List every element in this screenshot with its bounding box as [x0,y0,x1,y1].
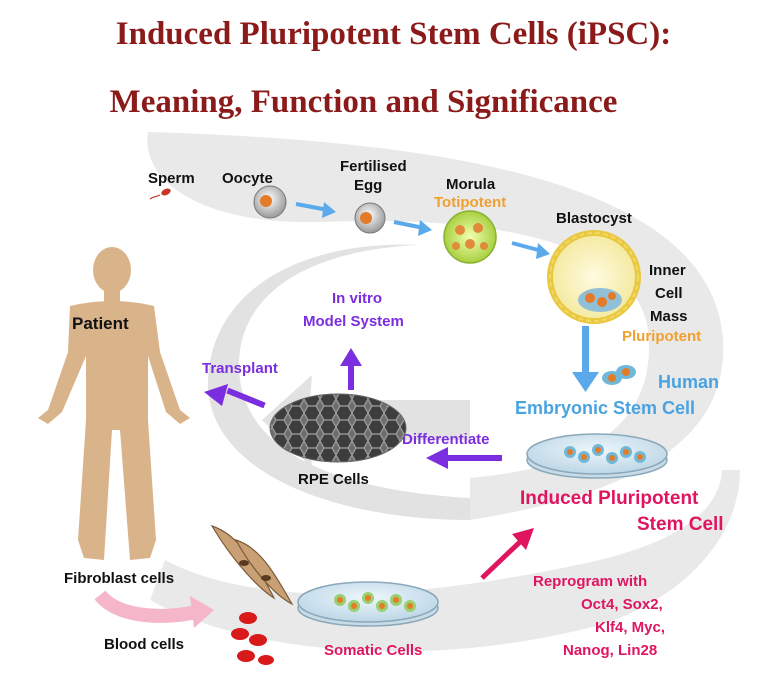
esc-label: Embryonic Stem Cell [515,398,695,418]
blood-cells [231,612,274,665]
title-line-2: Meaning, Function and Significance [109,84,618,120]
invitro-arrow [340,348,362,366]
sperm-cell [149,188,171,200]
arrow-down-shaft [582,326,589,376]
human-label: Human [658,372,719,392]
arrow-egg-to-morula [418,220,432,236]
flow-band-return [207,244,470,521]
invitro-arrow-shaft [348,364,354,390]
pluripotent-label: Pluripotent [622,328,701,345]
differentiate-arrow-shaft [446,455,502,461]
morula-cell [443,210,497,264]
fertilised-egg-cell [354,202,386,234]
ipsc-label-2: Stem Cell [637,514,724,535]
inner-label: Inner [649,262,686,279]
reprogram-label-2: Oct4, Sox2, [581,596,663,613]
esc-cells [602,365,636,385]
oocyte-label: Oocyte [222,170,273,187]
blastocyst-cell [547,230,641,324]
rpe-cells-label: RPE Cells [298,471,369,488]
pink-arrow [190,596,214,628]
in-vitro-label: In vitro [332,290,382,307]
reprogram-arrow-shaft [480,538,524,580]
morula-label: Morula [446,176,496,193]
reprogram-label-4: Nanog, Lin28 [563,642,657,659]
pink-arrow-shaft [94,590,198,623]
title-line-1: Induced Pluripotent Stem Cells (iPSC): [115,16,672,52]
flow-band [147,132,724,520]
patient-label: Patient [72,314,129,333]
somatic-petri-dish [297,581,439,627]
fibroblast-cells [210,524,294,606]
blood-label: Blood cells [104,636,184,653]
reprogram-arrow [512,528,534,550]
somatic-label: Somatic Cells [324,642,422,659]
cell-label: Cell [655,285,683,302]
ipsc-petri-dish [526,433,668,479]
reprogram-label-3: Klf4, Myc, [595,619,665,636]
differentiate-label: Differentiate [402,431,490,448]
arrow-oocyte-to-egg [322,202,336,218]
sperm-label: Sperm [148,170,195,187]
mass-label: Mass [650,308,688,325]
model-system-label: Model System [303,313,404,330]
rpe-cells-image [269,393,407,463]
totipotent-label: Totipotent [434,194,506,211]
arrow-blastocyst-to-esc [572,372,599,392]
arrow-morula-to-blastocyst [536,243,550,259]
differentiate-arrow [426,447,448,469]
oocyte-cell [253,185,287,219]
transplant-arrow-shaft [226,387,266,409]
flow-band-bottom [150,470,740,652]
fertilised-label: Fertilised [340,158,407,175]
reprogram-label-1: Reprogram with [533,573,647,590]
ipsc-label-1: Induced Pluripotent [520,488,699,509]
blastocyst-label: Blastocyst [556,210,632,227]
patient-silhouette [38,247,190,560]
egg-label: Egg [354,177,382,194]
fibroblast-label: Fibroblast cells [64,570,174,587]
transplant-label: Transplant [202,360,278,377]
transplant-arrow [204,384,228,406]
